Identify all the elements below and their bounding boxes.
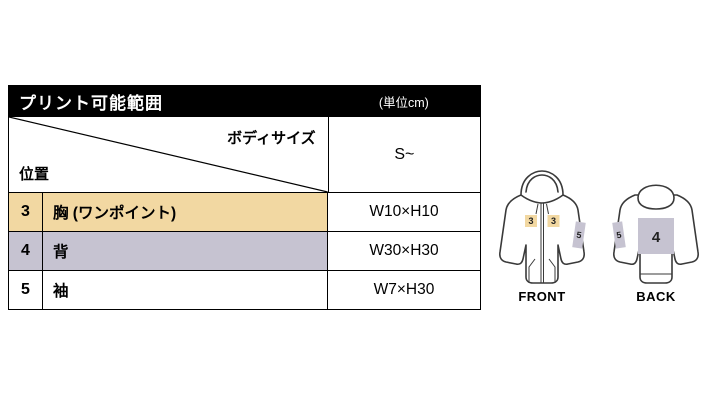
size-column-header: S~ [327,117,480,192]
table-row-sleeve: 5 袖 W7×H30 [9,270,480,309]
zipper-line [540,203,544,283]
row-value: W10×H10 [327,193,480,231]
kangaroo-pocket [528,258,556,283]
row-value: W7×H30 [327,271,480,309]
table-row-back: 4 背 W30×H30 [9,231,480,270]
back-sleeve-marker-number: 5 [616,230,622,241]
position-header: 位置 [19,166,50,183]
front-sleeve-marker-number: 5 [576,230,582,241]
chest-marker-left-number: 3 [528,216,533,226]
back-print-marker: 4 [638,218,674,254]
back-label: BACK [636,289,676,304]
table-title: プリント可能範囲 [19,93,163,113]
table-title-bar: プリント可能範囲 (単位cm) [9,86,480,116]
front-label: FRONT [518,289,566,304]
front-hoodie-figure: 5 3 3 FRONT [487,168,597,304]
table-header-row: ボディサイズ 位置 S~ [9,116,480,192]
diagonal-header-cell: ボディサイズ 位置 [9,117,328,192]
chest-marker-right: 3 [547,215,560,227]
table-row-chest: 3 胸 (ワンポイント) W10×H10 [9,192,480,231]
row-label: 背 [43,232,327,270]
front-hoodie-illustration: 5 3 3 [499,170,586,284]
front-sleeve-marker: 5 [572,221,586,249]
unit-label: (単位cm) [378,95,429,110]
row-number: 5 [9,271,43,309]
print-area-table: プリント可能範囲 (単位cm) ボディサイズ 位置 S~ 3 胸 (ワンポイント… [8,85,481,310]
chest-marker-right-number: 3 [551,216,556,226]
row-number: 4 [9,232,43,270]
back-hood [637,184,675,210]
back-hoodie-figure: 5 4 BACK [601,168,711,304]
back-sleeve-marker: 5 [612,221,626,249]
diagonal-line [9,117,328,192]
back-hoodie-illustration: 5 4 [612,184,699,284]
body-size-header: ボディサイズ [227,130,316,147]
row-number: 3 [9,193,43,231]
row-value: W30×H30 [327,232,480,270]
back-print-marker-number: 4 [652,229,661,246]
row-label: 袖 [43,271,327,309]
drawstrings [535,203,549,215]
chest-marker-left: 3 [525,215,537,227]
row-label: 胸 (ワンポイント) [43,193,327,231]
hood-inner-line [525,174,559,193]
hoodie-body [499,194,585,284]
